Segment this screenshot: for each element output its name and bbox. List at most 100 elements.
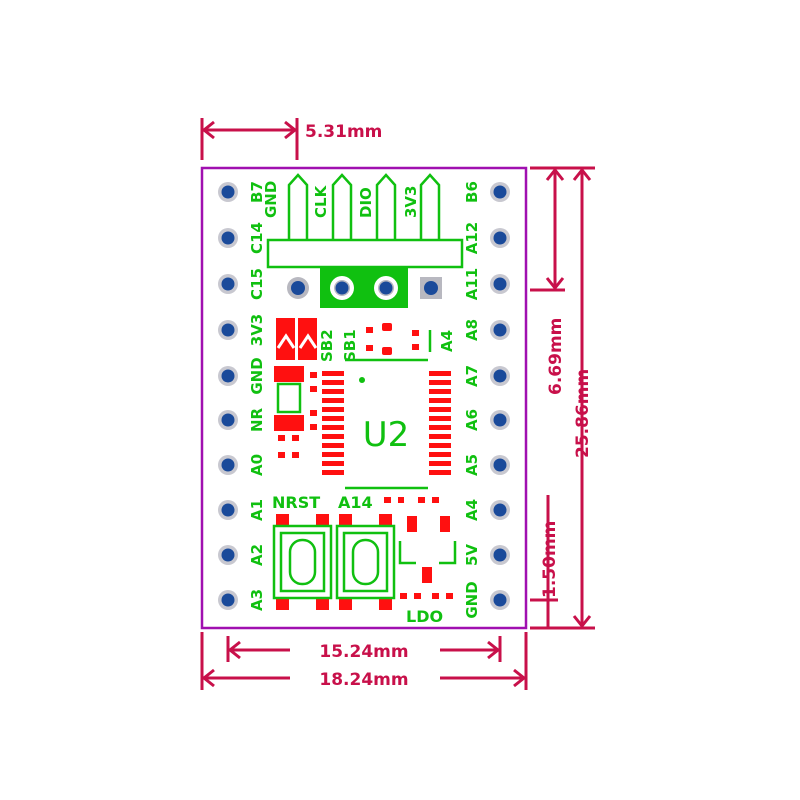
left-pin-hole	[221, 458, 235, 472]
left-pin-hole	[221, 503, 235, 517]
ldo-regulator: LDO	[398, 516, 457, 626]
header-label-3v3: 3V3	[402, 186, 420, 218]
header-pin	[331, 173, 353, 240]
left-pin-hole	[221, 185, 235, 199]
dim-right-full: 25.86mm	[573, 369, 593, 458]
left-pin-label: A3	[248, 589, 266, 611]
label-ldo: LDO	[406, 607, 443, 626]
right-pin-hole	[493, 458, 507, 472]
left-pin-label: B7	[248, 181, 266, 203]
right-pin-hole	[493, 503, 507, 517]
chip-pad	[322, 461, 344, 466]
left-pin-hole	[221, 369, 235, 383]
chip-pad	[322, 380, 344, 385]
header-connector: GND CLK DIO 3V3	[262, 173, 464, 308]
chip-pad	[322, 407, 344, 412]
button-nrst[interactable]	[272, 514, 333, 610]
chip-pad	[322, 470, 344, 475]
dimension-lines: 5.31mm 6.69mm 25.86mm 1.50mm 15.24mm 18.…	[200, 118, 595, 690]
right-pin-label: A6	[463, 409, 481, 431]
chip-pad	[429, 389, 451, 394]
right-pin-label: A8	[463, 319, 481, 341]
dim-right-lower: 1.50mm	[540, 521, 560, 598]
right-pin-label: 5V	[463, 544, 481, 566]
right-pin-hole	[493, 231, 507, 245]
header-pin	[375, 173, 397, 240]
right-pin-label: A7	[463, 365, 481, 387]
header-body	[266, 238, 464, 269]
dim-top: 5.31mm	[305, 122, 382, 142]
left-pin-hole	[221, 413, 235, 427]
right-pin-hole	[493, 369, 507, 383]
chip-u2: U2	[322, 358, 451, 490]
chip-pad	[429, 461, 451, 466]
chip-pad	[429, 398, 451, 403]
chip-pad	[322, 443, 344, 448]
right-pin-hole	[493, 323, 507, 337]
label-a14: A14	[338, 493, 373, 512]
chip-pad	[429, 443, 451, 448]
chip-pad	[322, 389, 344, 394]
dim-right-upper: 6.69mm	[546, 318, 566, 395]
right-pin-label: A4	[463, 499, 481, 521]
chip-pad	[322, 416, 344, 421]
right-pin-label: A11	[463, 268, 481, 300]
chip-pad	[429, 371, 451, 376]
left-pin-label: A2	[248, 544, 266, 566]
right-pin-label: B6	[463, 181, 481, 203]
solder-bridges: SB2 SB1 A4	[276, 318, 456, 362]
left-pin-hole	[221, 231, 235, 245]
chip-pad	[429, 470, 451, 475]
left-pin-label: C14	[248, 222, 266, 254]
header-pin	[287, 173, 309, 240]
header-hole	[291, 281, 305, 295]
right-pin-hole	[493, 413, 507, 427]
left-pin-hole	[221, 277, 235, 291]
right-pin-hole	[493, 593, 507, 607]
button-a14[interactable]	[335, 514, 396, 610]
left-pin-label: A0	[248, 454, 266, 476]
right-pin-label: A12	[463, 222, 481, 254]
chip-pad	[322, 434, 344, 439]
label-sb1: SB1	[341, 329, 359, 362]
chip-pad	[429, 425, 451, 430]
header-label-clk: CLK	[312, 184, 330, 218]
left-pin-label: 3V3	[248, 314, 266, 346]
header-label-dio: DIO	[357, 187, 375, 218]
chip-pad	[429, 416, 451, 421]
chip-pad	[322, 371, 344, 376]
header-hole	[335, 281, 349, 295]
left-pin-hole	[221, 323, 235, 337]
chip-pad	[429, 452, 451, 457]
left-pin-label: GND	[248, 357, 266, 394]
label-a4-top: A4	[438, 330, 456, 352]
left-pin-hole	[221, 593, 235, 607]
dim-bottom-inner: 15.24mm	[319, 642, 408, 662]
dim-bottom-outer: 18.24mm	[319, 670, 408, 690]
buttons: NRST A14	[272, 493, 396, 610]
right-pin-label: A5	[463, 454, 481, 476]
left-pin-label: A1	[248, 499, 266, 521]
chip-pad	[322, 398, 344, 403]
header-label-gnd: GND	[262, 181, 280, 218]
right-pin-label: GND	[463, 581, 481, 618]
chip-pad	[429, 434, 451, 439]
right-pin-hole	[493, 277, 507, 291]
chip-pad	[322, 425, 344, 430]
label-sb2: SB2	[318, 329, 336, 362]
small-components	[274, 323, 439, 503]
header-pin	[419, 173, 441, 240]
pin1-marker	[359, 377, 365, 383]
header-hole	[379, 281, 393, 295]
left-pin-hole	[221, 548, 235, 562]
left-pin-label: C15	[248, 268, 266, 300]
label-u2: U2	[363, 415, 410, 455]
right-pin-hole	[493, 548, 507, 562]
chip-pad	[429, 407, 451, 412]
left-pin-label: NR	[248, 408, 266, 433]
chip-pad	[322, 452, 344, 457]
chip-pad	[429, 380, 451, 385]
label-nrst: NRST	[272, 493, 320, 512]
